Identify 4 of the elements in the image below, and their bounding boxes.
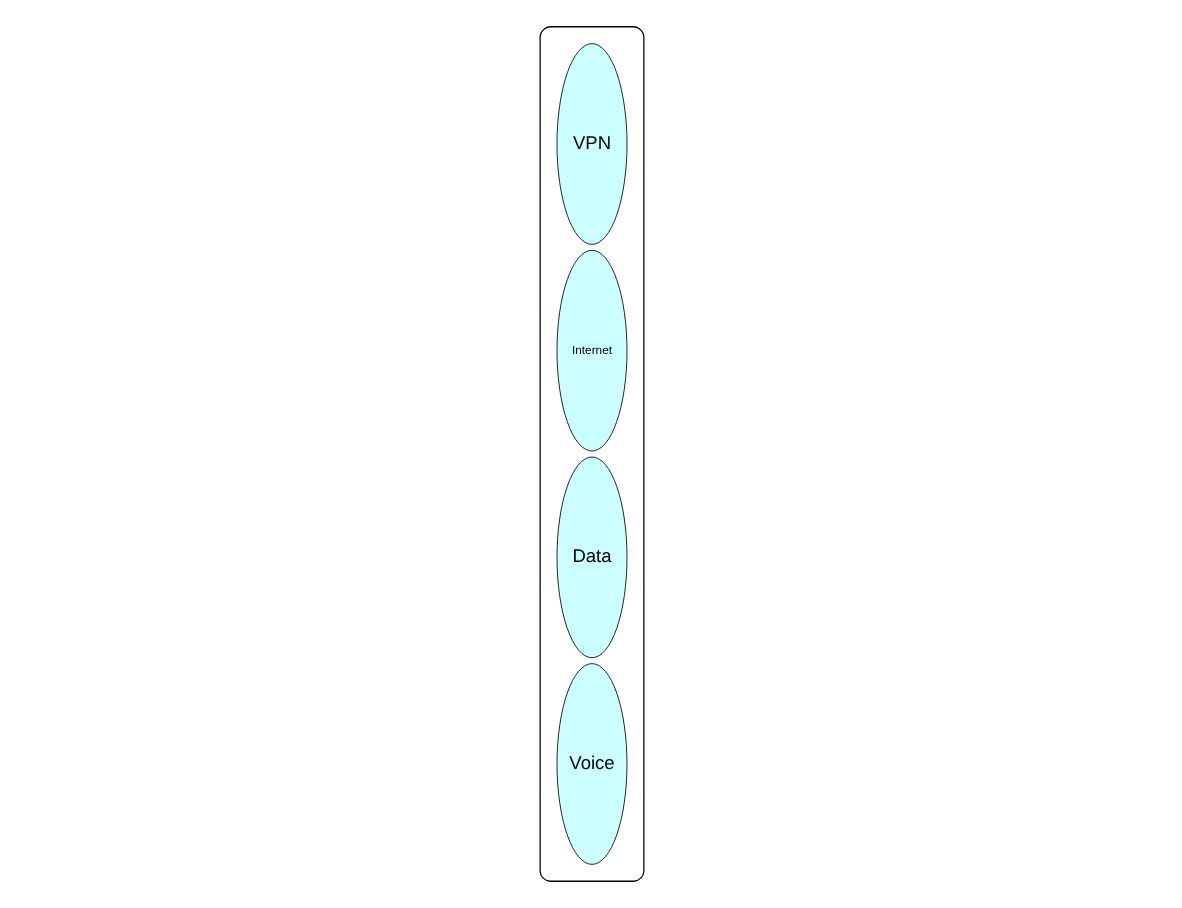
cluster [538,26,644,882]
node-ellipse: VPN [555,43,627,245]
node-ellipse: Data [555,456,627,659]
node-ellipse: Voice [555,663,627,865]
